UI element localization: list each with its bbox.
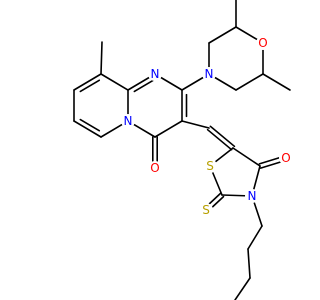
bond-Cvin-C5t [206,128,233,151]
atom-label-n: N [205,67,214,81]
atom-label-o: O [150,161,159,175]
atom-label-o: O [281,151,290,165]
bond-C7-C6-inner [79,118,101,132]
atom-label-n: N [248,189,257,203]
atom-label-s: S [202,203,210,217]
bond-C9a-N1-inner [133,79,155,93]
bond-C4t-C5t [232,147,261,167]
atom-background-Nm [202,67,216,81]
bond-C9-C8-inner [79,79,101,93]
bond-C3-C4 [154,120,183,138]
atom-label-n: N [151,67,160,81]
atom-background-O4 [148,161,162,175]
molecule-structure-diagram: N N O N O S S N O [73,0,293,300]
bond-C_me9-C9 [100,41,103,75]
bond-Cm3-Cm3me [262,73,291,91]
atom-background-N1 [148,67,162,81]
bond-Cb1-Cb2 [247,225,263,250]
atom-background-O4t [279,151,293,165]
atom-label-n: N [124,114,133,128]
bond-Cm1-Cm2 [208,26,237,44]
bond-Cb2-Cb3 [247,248,251,279]
atom-background-N3t [245,189,259,203]
bond-Cb3-Cb4 [234,277,251,300]
bond-C3-Cvin [181,120,210,129]
bond-C9-C8 [73,73,102,91]
bond-C7-C6 [73,120,102,138]
atom-label-o: O [258,36,267,50]
bond-Cvin-C5t-second [209,125,236,148]
atom-label-s: S [206,159,214,173]
atom-label-layer: N N O N O S S N O [121,36,293,217]
atom-background-S2ex [199,203,213,217]
atom-background-St1 [203,159,217,173]
atom-background-Om [256,36,270,50]
bond-Cm3-Cm4 [235,73,264,91]
bond-C9a-C9 [100,73,129,91]
atom-background-N5 [121,114,135,128]
